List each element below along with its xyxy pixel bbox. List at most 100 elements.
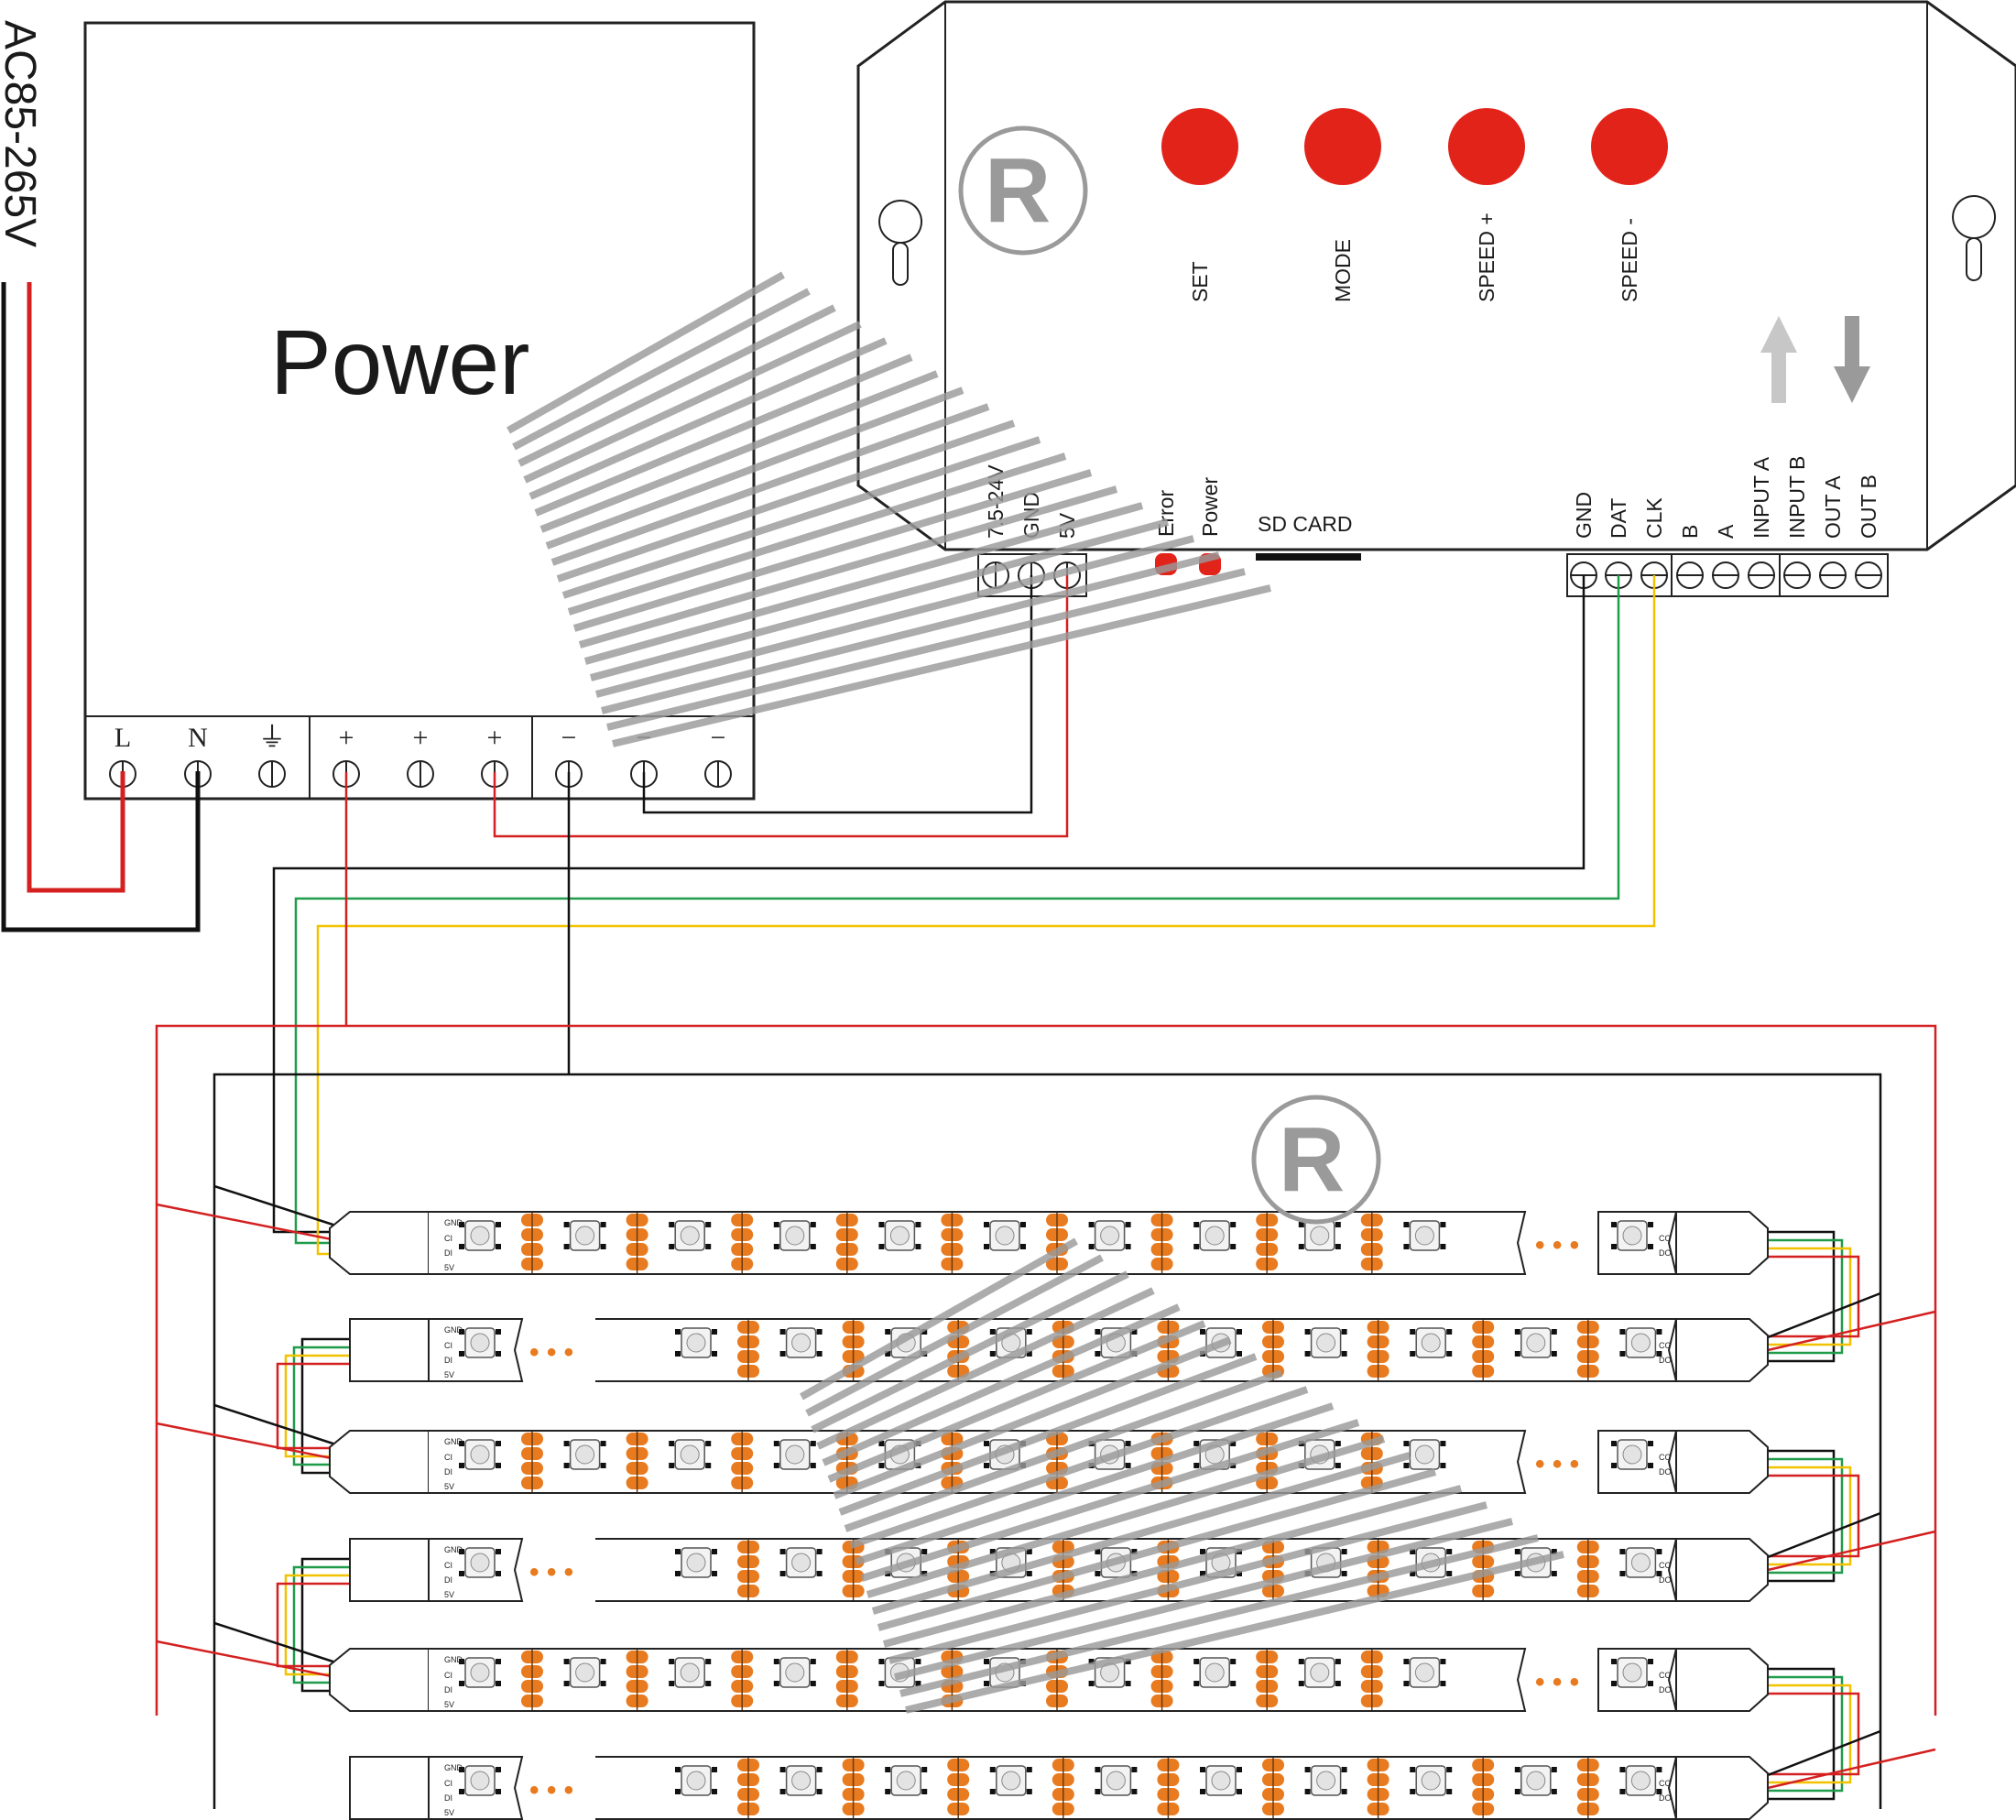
controller-output-label: OUT A [1821,475,1845,539]
pin-label-do: DO [1659,1575,1672,1585]
pin-label-5v: 5V [444,1263,454,1272]
strip-jumper-wire [1768,1449,1836,1583]
svg-text:R: R [1279,1108,1345,1211]
strip-jumper-wire [276,1582,350,1668]
controller-output-label: A [1714,524,1738,539]
pin-label-di: DI [444,1793,452,1803]
strip-5v-loop [155,1024,1937,1716]
psu-terminal-label: + [339,723,354,753]
pin-label-co: CO [1659,1561,1672,1570]
gnd-injection-wire [1767,1511,1881,1559]
strip-connector-left [329,1648,430,1712]
strip-ellipsis: • • • [1535,1667,1579,1697]
psu-terminal-label: − [561,723,577,753]
pin-label-ci: CI [444,1453,452,1462]
psu-to-controller-gnd-wire [642,575,1033,814]
pin-label-5v: 5V [444,1590,454,1599]
power-supply-title: Power [270,311,529,414]
pin-label-ci: CI [444,1234,452,1243]
strip-connector-left [349,1756,430,1820]
status-leds: Error Power [1154,476,1222,575]
pin-label-gnd: GND [444,1218,463,1227]
controller-output-label: INPUT B [1785,456,1809,539]
led-label: Power [1198,476,1222,537]
strip-connector-left [349,1318,430,1382]
watermark-logo-top [507,271,1271,747]
psu-terminal-label: + [413,723,429,753]
psu-to-controller-5v-wire [493,575,1069,838]
button-speed[interactable] [1591,108,1668,185]
button-label: MODE [1331,239,1355,302]
strip-jumper-wire [292,1346,350,1466]
arrow-up-icon [1760,316,1797,403]
strip-jumper-wire [292,1565,350,1684]
wiring [1,282,1937,1809]
button-speed[interactable] [1448,108,1525,185]
strip-jumper-wire [1768,1684,1852,1784]
pin-label-5v: 5V [444,1700,454,1709]
button-set[interactable] [1161,108,1238,185]
pin-label-co: CO [1659,1779,1672,1788]
controller-output-label: GND [1572,492,1596,539]
pin-label-di: DI [444,1575,452,1585]
mounting-slot-left [878,200,923,286]
psu-terminal-label: L [114,723,131,753]
psu-terminal-label: ⏚ [258,723,286,753]
pin-label-co: CO [1659,1234,1672,1243]
power-injection-wire [156,1203,351,1245]
strip-connector-right [1675,1318,1769,1382]
ac-live-wire [27,282,125,893]
pin-label-gnd: GND [444,1655,463,1664]
pin-label-do: DO [1659,1685,1672,1695]
psu-terminal-label: − [711,723,726,753]
button-mode[interactable] [1304,108,1381,185]
sd-card-slot: SD CARD [1256,512,1361,561]
pin-label-gnd: GND [444,1763,463,1772]
strip-jumper-wire [1768,1457,1844,1575]
button-label: SET [1188,261,1212,302]
button-label: SPEED + [1475,213,1498,302]
strip-connector-right [1675,1430,1769,1494]
pin-label-co: CO [1659,1341,1672,1350]
pin-label-ci: CI [444,1779,452,1788]
strip-jumper-wire [1768,1667,1836,1801]
controller-output-label: CLK [1642,497,1666,539]
pin-label-do: DO [1659,1356,1672,1365]
pin-label-di: DI [444,1248,452,1258]
pin-label-do: DO [1659,1793,1672,1803]
strip-jumper-wire [1768,1692,1860,1776]
arrow-down-icon [1834,316,1870,403]
strip-ellipsis: • • • [529,1775,573,1805]
gnd-injection-wire [213,1621,351,1669]
button-label: SPEED - [1618,218,1641,302]
strip-jumper-wire [300,1337,350,1475]
strip-connector-left [349,1538,430,1602]
pin-label-do: DO [1659,1248,1672,1258]
controller-output-label: INPUT A [1749,456,1773,539]
strip-connector-right [1675,1538,1769,1602]
power-supply: Power LN⏚+++−−− [83,21,756,801]
controller-data-line [294,575,1620,1245]
pin-label-ci: CI [444,1341,452,1350]
led-label: Error [1154,490,1178,537]
pin-label-di: DI [444,1356,452,1365]
strip-jumper-wire [1768,1238,1844,1355]
psu-terminal-screw [704,760,732,788]
pin-label-5v: 5V [444,1370,454,1379]
pin-label-gnd: GND [444,1437,463,1446]
controller-buttons: SET MODE SPEED + SPEED - [1161,108,1668,302]
pin-label-5v: 5V [444,1808,454,1817]
strip-jumper-wire [1768,1230,1836,1363]
ac-neutral-wire [1,282,201,932]
led-strips: GND CI DI 5V CO DO • • • GND CI DI 5V CO DO • • • GND C… [329,1211,1769,1820]
gnd-injection-wire [213,1403,351,1451]
pin-label-co: CO [1659,1453,1672,1462]
svg-text:R: R [985,139,1051,242]
